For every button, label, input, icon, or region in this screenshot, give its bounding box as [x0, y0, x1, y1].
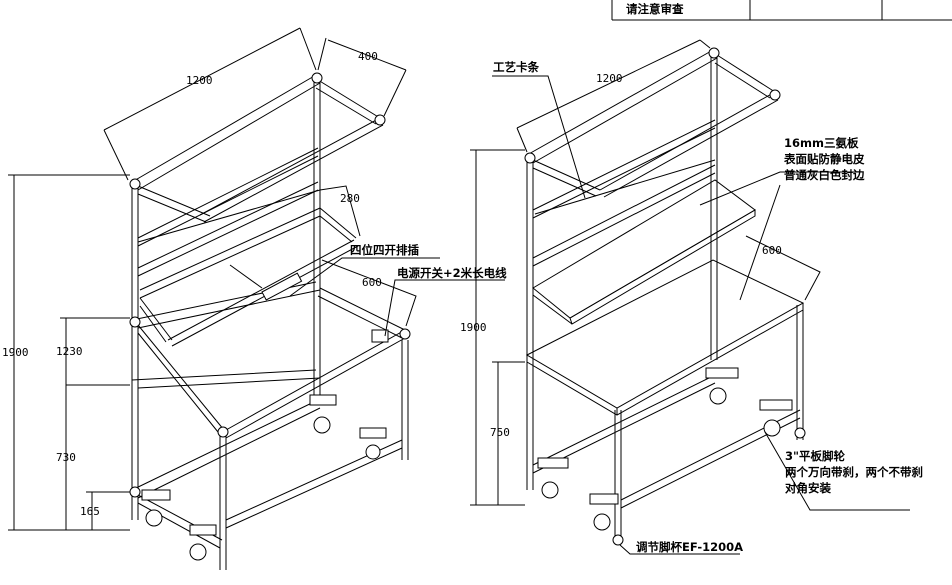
board-label-line1: 16mm三氨板: [784, 136, 859, 150]
board-label-line2: 表面贴防静电皮: [783, 152, 865, 166]
left-width-dim: 1200: [186, 74, 213, 87]
power-strip-label: 四位四开排插: [350, 243, 419, 257]
right-casters: [537, 367, 793, 531]
right-table-depth-dim: 600: [762, 244, 782, 257]
left-table-depth-dim: 600: [362, 276, 382, 289]
power-switch-label: 电源开关+2米长电线: [397, 266, 507, 280]
left-casters: [141, 394, 387, 561]
right-height-total-dim: 1900: [460, 321, 487, 334]
left-mid-depth-dim: 280: [340, 192, 360, 205]
caster-label-line1: 3"平板脚轮: [785, 449, 845, 463]
right-width-dim: 1200: [596, 72, 623, 85]
right-height-table-dim: 750: [490, 426, 510, 439]
board-label-line3: 普通灰白色封边: [784, 168, 865, 182]
left-height-total-dim: 1900: [2, 346, 29, 359]
left-height-bottom-dim: 165: [80, 505, 100, 518]
title-block: 请注意审查: [611, 0, 952, 21]
power-strip: [261, 272, 303, 301]
right-workbench: 1200 600 1900 750 工艺卡条 16mm三氨板 表面贴防静电皮 普…: [460, 39, 923, 555]
left-workbench: 1200 400 280 600 1900 1230 730 165 四位四开排…: [2, 27, 507, 570]
caster-label-line3: 对角安装: [785, 481, 831, 495]
caster-label-line2: 两个万向带刹，两个不带刹: [785, 465, 923, 479]
power-switch: [371, 329, 389, 343]
foot-label: 调节脚杯EF-1200A: [636, 540, 743, 554]
card-strip-label: 工艺卡条: [493, 60, 539, 74]
left-height-upper-dim: 1230: [56, 345, 83, 358]
left-top-depth-dim: 400: [358, 50, 378, 63]
left-height-table-dim: 730: [56, 451, 76, 464]
review-note: 请注意审查: [626, 2, 684, 16]
